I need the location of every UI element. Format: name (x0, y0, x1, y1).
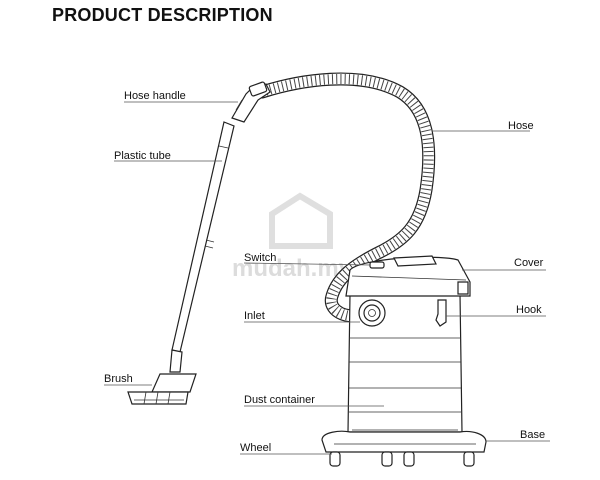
label-wheel: Wheel (240, 442, 271, 454)
label-dust-container: Dust container (244, 394, 315, 406)
brush (127, 349, 197, 405)
label-hook: Hook (516, 304, 542, 316)
label-base: Base (520, 429, 545, 441)
inlet (358, 299, 386, 327)
label-switch: Switch (244, 252, 276, 264)
label-inlet: Inlet (244, 310, 265, 322)
label-hose: Hose (508, 120, 534, 132)
label-plastic-tube: Plastic tube (114, 150, 171, 162)
label-cover: Cover (514, 257, 544, 269)
part-labels: Hose handle Hose Plastic tube Switch Cov… (104, 90, 545, 454)
page-title: PRODUCT DESCRIPTION (52, 5, 273, 25)
hose (255, 72, 436, 323)
leader-switch (243, 262, 371, 266)
base (321, 430, 487, 453)
watermark: mudah.my (232, 192, 353, 282)
label-brush: Brush (104, 373, 133, 385)
wheel (329, 451, 475, 467)
leader-lines (104, 101, 550, 455)
watermark-house-icon (269, 192, 333, 249)
hook (435, 281, 469, 327)
label-hose-handle: Hose handle (124, 90, 186, 102)
hose-handle (231, 81, 271, 123)
switch (369, 261, 385, 269)
plastic-tube (171, 121, 235, 353)
watermark-text: mudah.my (232, 255, 353, 282)
